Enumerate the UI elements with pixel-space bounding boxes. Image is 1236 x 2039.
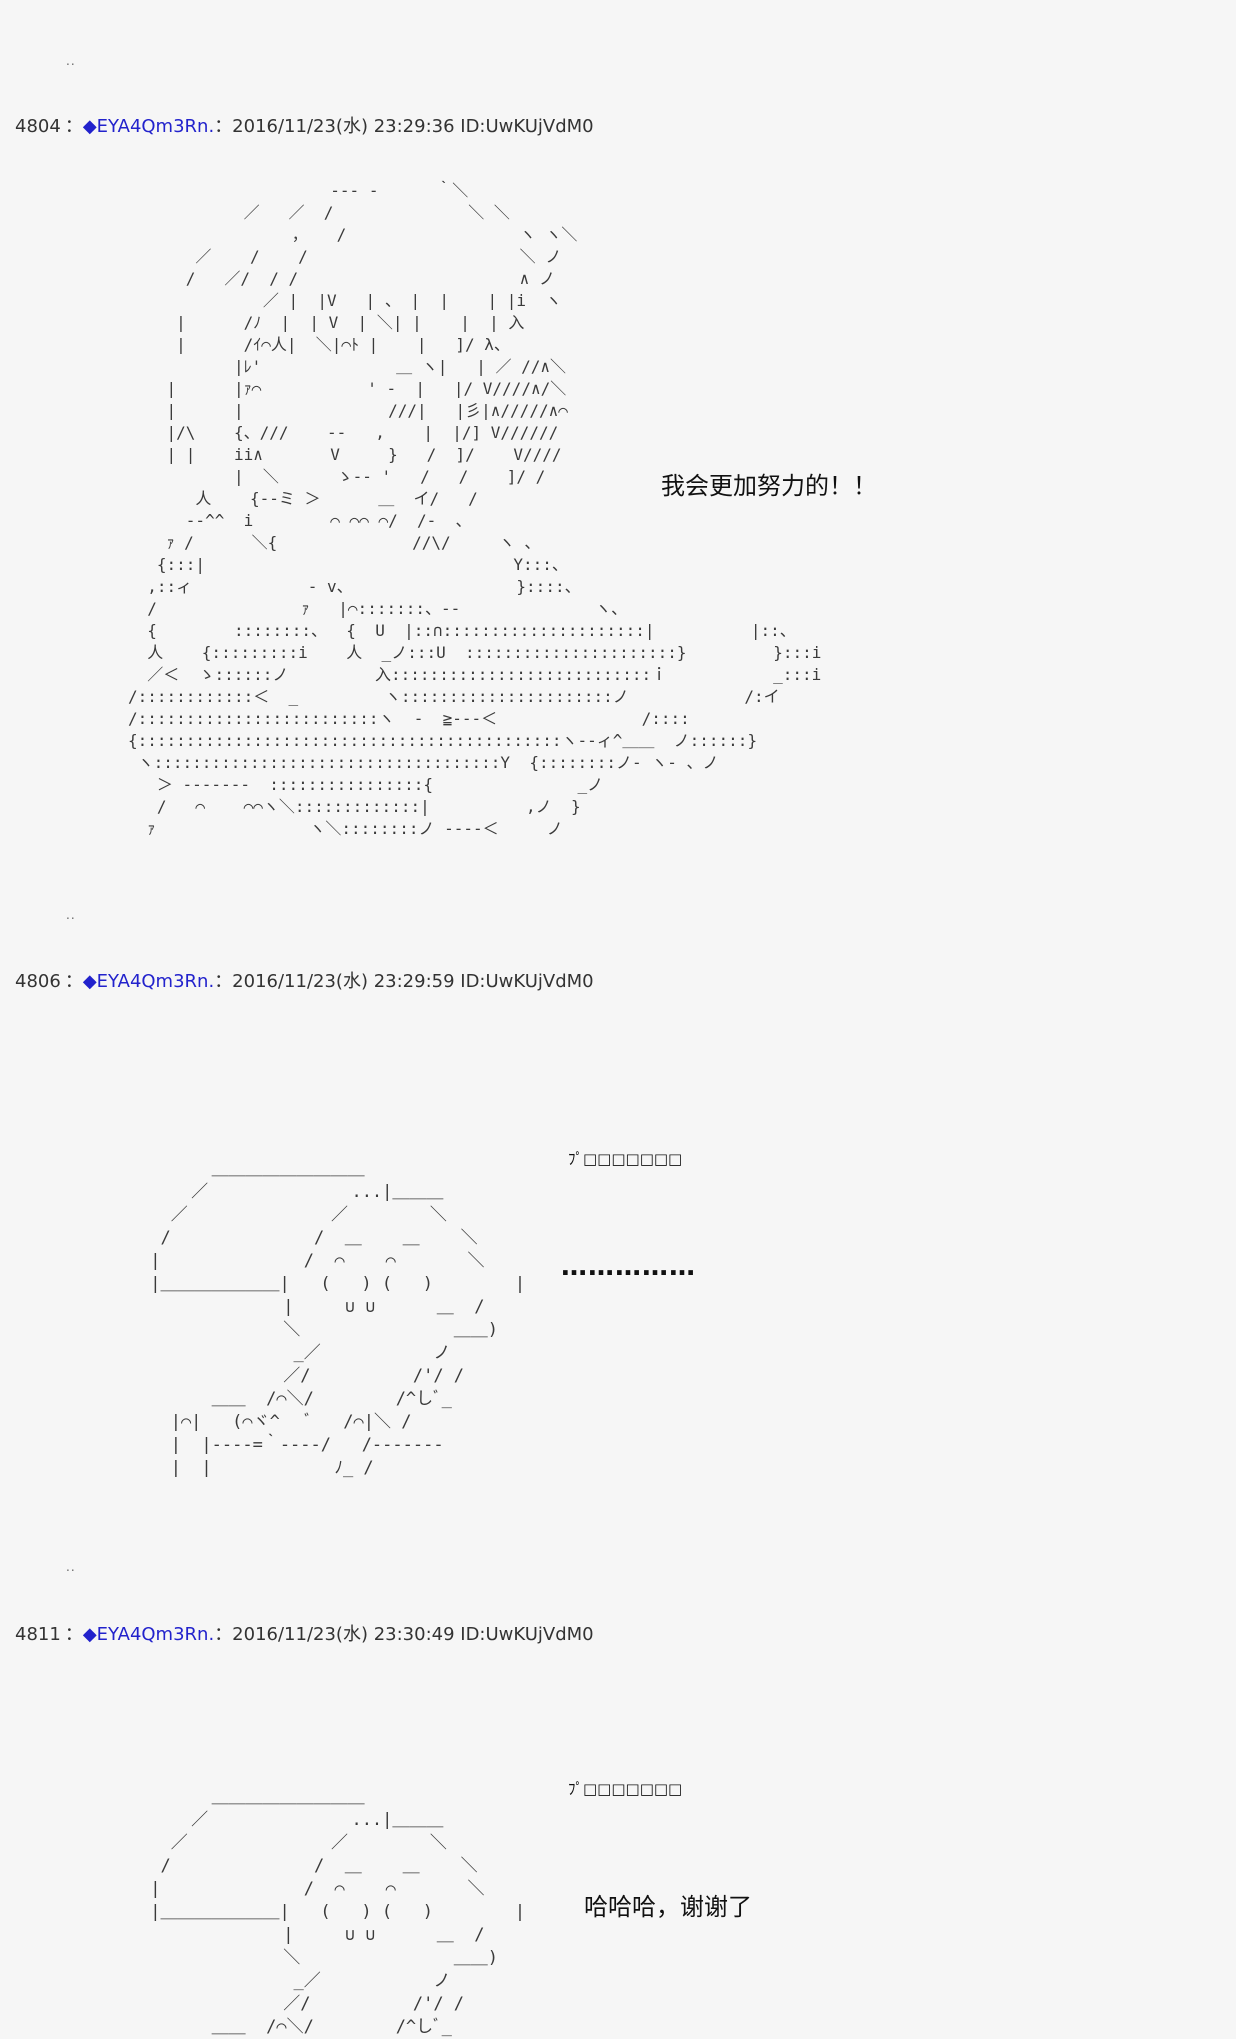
post-number: 4806: [15, 971, 61, 992]
speech-text: 我会更加努力的！！: [661, 472, 877, 500]
speech-text: ……………: [561, 1252, 696, 1282]
post-colon: ：: [64, 116, 83, 137]
post-meta: ：2016/11/23(水) 23:29:36 ID:UwKUjVdM0: [214, 116, 594, 137]
post-header: 4811：◆EYA4Qm3Rn.：2016/11/23(水) 23:30:49 …: [15, 1620, 594, 1646]
post-meta: ：2016/11/23(水) 23:29:59 ID:UwKUjVdM0: [214, 971, 594, 992]
post-header: 4806：◆EYA4Qm3Rn.：2016/11/23(水) 23:29:59 …: [15, 967, 594, 993]
poster-trip-link[interactable]: EYA4Qm3Rn.: [96, 1624, 215, 1645]
post-number: 4804: [15, 116, 61, 137]
post-colon: ：: [64, 1624, 83, 1645]
post-header: 4804：◆EYA4Qm3Rn.：2016/11/23(水) 23:29:36 …: [15, 112, 594, 138]
ascii-art: ＿＿＿＿＿＿＿＿＿ ／ ...|＿＿＿ ／ ／ ＼ / / ＿ ＿ ＼ | / …: [150, 1159, 526, 1478]
trip-diamond-icon: ◆: [82, 971, 97, 992]
trip-diamond-icon: ◆: [82, 116, 97, 137]
post-colon: ：: [64, 971, 83, 992]
poster-trip-link[interactable]: EYA4Qm3Rn.: [96, 116, 215, 137]
ascii-art: ‐‐‐ ‐ ｀＼ ／ ／ / ＼ ＼ ， / ヽ ヽ＼ ／ / / ＼ ノ / …: [128, 181, 822, 838]
speech-text: 哈哈哈，谢谢了: [584, 1893, 752, 1921]
poster-trip-link[interactable]: EYA4Qm3Rn.: [96, 971, 215, 992]
ascii-art: ＿＿＿＿＿＿＿＿＿ ／ ...|＿＿＿ ／ ／ ＼ / / ＿ ＿ ＼ | / …: [150, 1787, 526, 2037]
speech-top-text: ﾌﾟ□□□□□□□: [568, 1150, 683, 1168]
trip-diamond-icon: ◆: [82, 1624, 97, 1645]
post-separator: ..: [66, 1560, 76, 1574]
post-meta: ：2016/11/23(水) 23:30:49 ID:UwKUjVdM0: [214, 1624, 594, 1645]
post-separator: ..: [66, 54, 76, 68]
post-separator: ..: [66, 908, 76, 922]
speech-top-text: ﾌﾟ□□□□□□□: [568, 1780, 683, 1798]
post-number: 4811: [15, 1624, 61, 1645]
